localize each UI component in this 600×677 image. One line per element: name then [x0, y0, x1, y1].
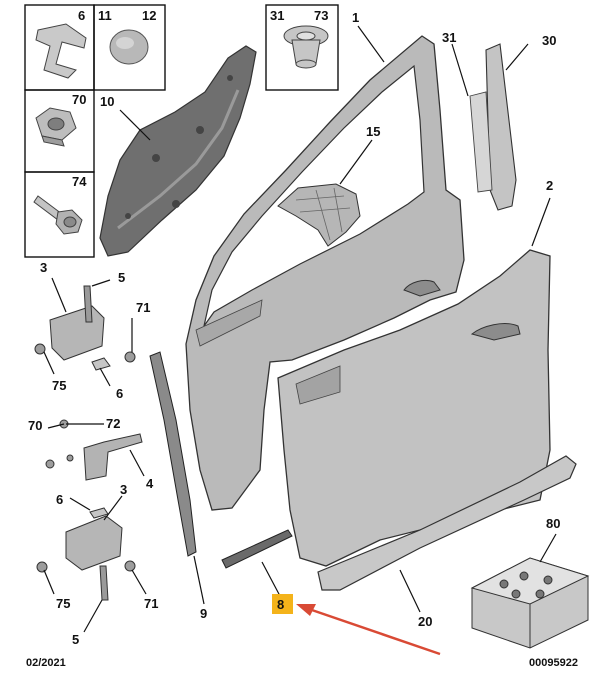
plug-icon — [109, 29, 149, 65]
clip-icon — [35, 23, 87, 79]
leader-lines — [43, 5, 557, 633]
callout-20: 20 — [418, 614, 432, 629]
fastener-kit — [470, 557, 590, 649]
lower-hinge — [36, 507, 136, 601]
sill-moulding — [317, 455, 577, 591]
callout-12: 12 — [142, 8, 156, 23]
callout-11: 11 — [98, 8, 112, 23]
callout-8: 8 — [277, 597, 284, 612]
legend-box-grid — [24, 4, 339, 258]
callout-72: 72 — [106, 416, 120, 431]
callout-3-top: 3 — [40, 260, 47, 275]
callout-6-low: 6 — [56, 492, 63, 507]
callout-75-low: 75 — [56, 596, 70, 611]
part-8-highlight — [272, 594, 293, 614]
callout-31: 31 — [442, 30, 456, 45]
bolt-icon — [33, 195, 83, 235]
callout-10: 10 — [100, 94, 114, 109]
window-regulator — [99, 45, 257, 257]
callout-5-low: 5 — [72, 632, 79, 647]
callout-80: 80 — [546, 516, 560, 531]
callout-70-box: 70 — [72, 92, 86, 107]
callout-70-mid: 70 — [28, 418, 42, 433]
outer-door-panel — [277, 249, 551, 567]
harness-bracket — [277, 183, 361, 247]
callout-6-box: 6 — [78, 8, 85, 23]
door-check-strap — [45, 419, 143, 481]
footer-code: 00095922 — [529, 657, 578, 669]
callout-9: 9 — [200, 606, 207, 621]
callout-5-top: 5 — [118, 270, 125, 285]
callout-3-low: 3 — [120, 482, 127, 497]
callout-6-mid: 6 — [116, 386, 123, 401]
callout-labels: 6 11 12 31 73 70 10 74 1 15 31 30 2 3 5 … — [28, 8, 560, 647]
callout-75-top: 75 — [52, 378, 66, 393]
callout-30: 30 — [542, 33, 556, 48]
callout-74: 74 — [72, 174, 87, 189]
nut-icon — [35, 107, 77, 147]
callout-71-low: 71 — [144, 596, 158, 611]
push-clip-icon — [283, 25, 329, 69]
callout-31-box: 31 — [270, 8, 284, 23]
pillar-trim — [469, 43, 517, 211]
door-seal-strip — [221, 529, 293, 569]
callout-15: 15 — [366, 124, 380, 139]
callout-1: 1 — [352, 10, 359, 25]
b-pillar-trim — [149, 351, 197, 557]
footer-date: 02/2021 — [26, 657, 66, 669]
callout-2: 2 — [546, 178, 553, 193]
red-arrow-icon — [296, 604, 441, 656]
callout-4: 4 — [146, 476, 154, 491]
callout-73: 73 — [314, 8, 328, 23]
callout-71-top: 71 — [136, 300, 150, 315]
upper-hinge — [34, 285, 136, 371]
